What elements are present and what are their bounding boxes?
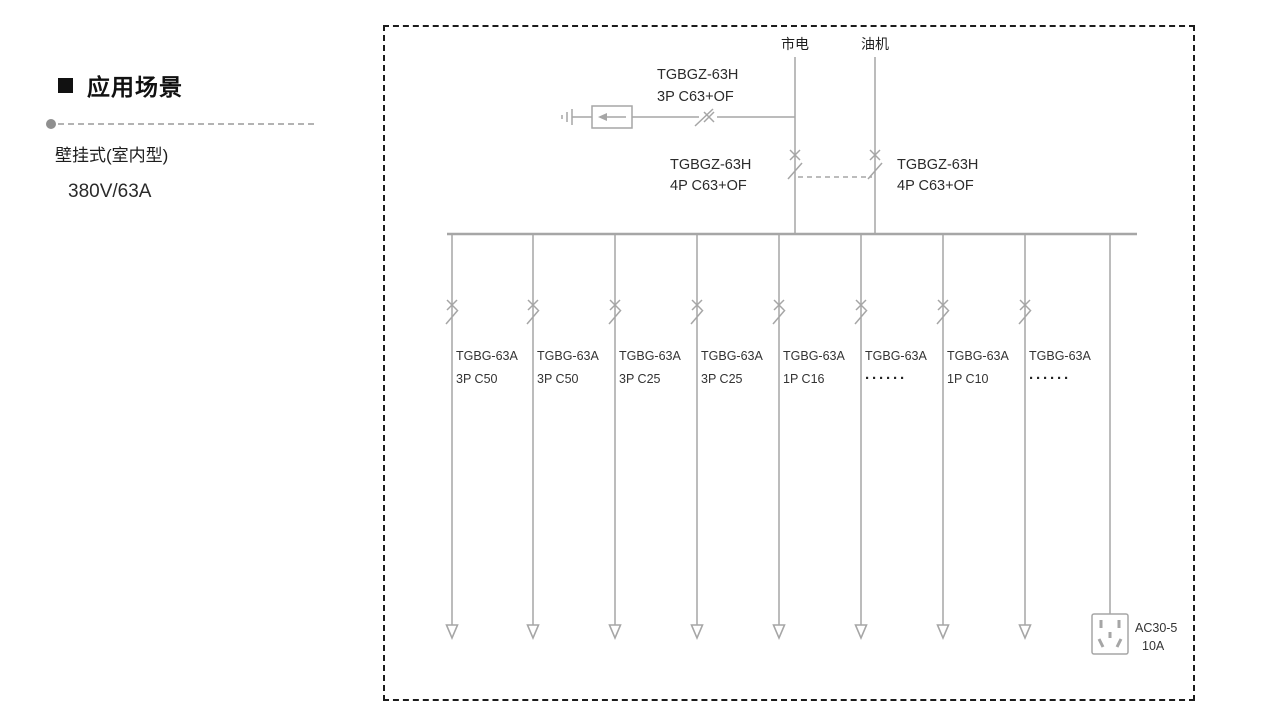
spd-branch: TGBGZ-63H 3P C63+OF	[561, 67, 795, 129]
arrow-down-icon	[608, 624, 622, 641]
feeder-model: TGBG-63A	[619, 349, 681, 363]
incomer-spec: 4P C63+OF	[897, 178, 974, 194]
feeder-5: TGBG-63A 1P C16	[772, 234, 845, 641]
feeder-spec-ellipsis: ······	[1029, 370, 1071, 387]
incomer-spec: 4P C63+OF	[670, 178, 747, 194]
breaker-icon	[854, 299, 868, 325]
breaker-icon	[1018, 299, 1032, 325]
mains-source-label: 市电	[781, 36, 809, 52]
diagram-panel: TGBGZ-63H 3P C63+OF 市电	[383, 25, 1195, 701]
feeder-model: TGBG-63A	[783, 349, 845, 363]
socket-feeder: AC30-5 10A	[1091, 234, 1177, 655]
spd-breaker-model: TGBGZ-63H	[657, 67, 738, 83]
arrow-down-icon	[526, 624, 540, 641]
incomer-model: TGBGZ-63H	[897, 157, 978, 173]
arrow-down-icon	[1018, 624, 1032, 641]
feeder-4: TGBG-63A 3P C25	[690, 234, 763, 641]
socket-icon	[1091, 613, 1129, 655]
feeder-spec: 1P C16	[783, 372, 825, 386]
breaker-icon	[694, 108, 715, 127]
dashed-divider	[46, 119, 314, 129]
feeder-model: TGBG-63A	[865, 349, 927, 363]
feeder-spec: 3P C50	[456, 372, 498, 386]
arrow-down-icon	[936, 624, 950, 641]
feeder-3: TGBG-63A 3P C25	[608, 234, 681, 641]
breaker-icon	[526, 299, 540, 325]
arrow-down-icon	[854, 624, 868, 641]
feeder-spec: 3P C25	[619, 372, 661, 386]
surge-arrester-icon	[591, 105, 633, 129]
feeder-model: TGBG-63A	[456, 349, 518, 363]
breaker-icon	[772, 299, 786, 325]
feeder-8: TGBG-63A ······	[1018, 234, 1091, 641]
divider-dot-icon	[46, 119, 56, 129]
incomer-generator: 油机 TGBGZ-63H 4P C63+OF	[861, 36, 978, 234]
generator-source-label: 油机	[861, 36, 889, 52]
arrow-down-icon	[690, 624, 704, 641]
arrow-down-icon	[445, 624, 459, 641]
socket-rating: 10A	[1142, 639, 1165, 653]
breaker-icon	[690, 299, 704, 325]
ground-icon	[561, 109, 573, 125]
breaker-icon	[787, 149, 803, 180]
sidebar: 应用场景 壁挂式(室内型) 380V/63A	[46, 68, 314, 203]
feeder-spec: 1P C10	[947, 372, 989, 386]
incomer-mains: 市电 TGBGZ-63H 4P C63+OF	[670, 36, 809, 234]
feeder-6: TGBG-63A ······	[854, 234, 927, 641]
breaker-icon	[936, 299, 950, 325]
feeder-model: TGBG-63A	[537, 349, 599, 363]
section-heading: 应用场景	[58, 68, 314, 102]
mount-type-label: 壁挂式(室内型)	[55, 146, 169, 165]
feeder-7: TGBG-63A 1P C10	[936, 234, 1009, 641]
spd-breaker-spec: 3P C63+OF	[657, 89, 734, 105]
single-line-diagram: TGBGZ-63H 3P C63+OF 市电	[445, 36, 1177, 655]
feeder-model: TGBG-63A	[701, 349, 763, 363]
voltage-rating-label: 380V/63A	[68, 181, 152, 202]
breaker-icon	[445, 299, 459, 325]
feeder-2: TGBG-63A 3P C50	[526, 234, 599, 641]
breaker-icon	[608, 299, 622, 325]
socket-model: AC30-5	[1135, 621, 1177, 635]
arrow-down-icon	[772, 624, 786, 641]
heading-bullet-icon	[58, 77, 73, 93]
incomer-model: TGBGZ-63H	[670, 157, 751, 173]
feeder-model: TGBG-63A	[1029, 349, 1091, 363]
feeder-spec: 3P C25	[701, 372, 743, 386]
heading-text: 应用场景	[87, 74, 183, 100]
feeder-model: TGBG-63A	[947, 349, 1009, 363]
feeder-spec-ellipsis: ······	[865, 370, 907, 387]
feeder-1: TGBG-63A 3P C50	[445, 234, 518, 641]
feeder-spec: 3P C50	[537, 372, 579, 386]
